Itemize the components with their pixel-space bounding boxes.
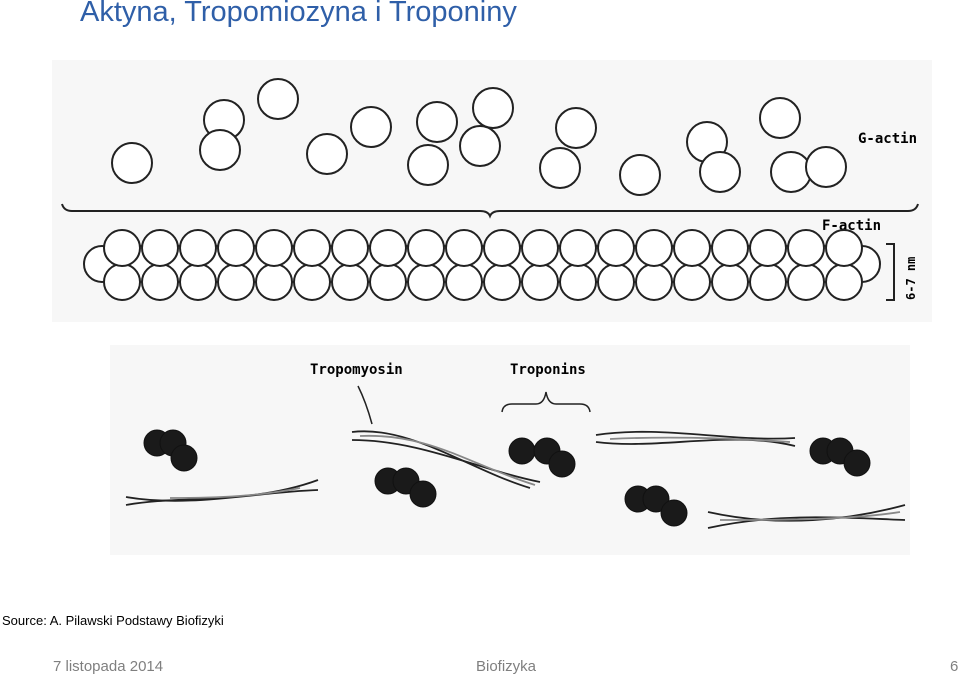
g-actin-monomer [307, 134, 347, 174]
troponin-subunit [410, 481, 436, 507]
f-actin-monomer [142, 230, 178, 266]
f-actin-monomer [180, 230, 216, 266]
f-actin-monomer [826, 264, 862, 300]
f-actin-monomer [218, 230, 254, 266]
f-actin-monomer [560, 264, 596, 300]
f-actin-monomer [142, 264, 178, 300]
f-actin-monomer [294, 264, 330, 300]
g-actin-monomer [112, 143, 152, 183]
f-actin-monomer [256, 264, 292, 300]
actin-figure: G-actin F-actin 6-7 nm Tropomyosin Tropo… [0, 0, 960, 600]
f-actin-monomer [522, 230, 558, 266]
f-actin-monomer [446, 230, 482, 266]
f-actin-monomer [484, 230, 520, 266]
g-actin-monomer [700, 152, 740, 192]
f-actin-monomer [180, 264, 216, 300]
f-actin-monomer [750, 230, 786, 266]
g-actin-monomer [351, 107, 391, 147]
troponin-subunit [171, 445, 197, 471]
g-actin-monomer [806, 147, 846, 187]
g-actin-monomer [540, 148, 580, 188]
f-actin-monomer [104, 264, 140, 300]
f-actin-monomer [218, 264, 254, 300]
g-actin-monomer [473, 88, 513, 128]
footer-title: Biofizyka [476, 658, 536, 675]
f-actin-monomer [522, 264, 558, 300]
f-actin-monomer [636, 264, 672, 300]
footer-date: 7 listopada 2014 [53, 658, 163, 675]
f-actin-monomer [446, 264, 482, 300]
f-actin-monomer [104, 230, 140, 266]
f-actin-monomer [598, 230, 634, 266]
f-actin-monomer [788, 230, 824, 266]
page-number: 6 [950, 658, 958, 675]
f-actin-monomer [332, 264, 368, 300]
g-actin-monomer [417, 102, 457, 142]
f-actin-monomer [408, 264, 444, 300]
f-actin-monomer [750, 264, 786, 300]
f-actin-monomer [370, 230, 406, 266]
troponin-subunit [549, 451, 575, 477]
f-actin-monomer [598, 264, 634, 300]
f-actin-monomer [674, 264, 710, 300]
f-actin-monomer [370, 264, 406, 300]
f-actin-monomer [674, 230, 710, 266]
f-actin-monomer [636, 230, 672, 266]
g-actin-monomer [771, 152, 811, 192]
source-citation: Source: A. Pilawski Podstawy Biofizyki [2, 613, 224, 628]
dimension-label: 6-7 nm [904, 257, 918, 300]
g-actin-monomer [258, 79, 298, 119]
g-actin-monomer [200, 130, 240, 170]
g-actin-monomer [556, 108, 596, 148]
f-actin-monomer [560, 230, 596, 266]
g-actin-monomer [760, 98, 800, 138]
f-actin-monomer [712, 264, 748, 300]
f-actin-monomer [256, 230, 292, 266]
troponins-label: Troponins [510, 362, 586, 378]
f-actin-monomer [484, 264, 520, 300]
troponin-subunit [844, 450, 870, 476]
f-actin-monomer [332, 230, 368, 266]
f-actin-monomer [712, 230, 748, 266]
f-actin-monomer [826, 230, 862, 266]
g-actin-label: G-actin [858, 131, 917, 147]
troponin-subunit [509, 438, 535, 464]
tropomyosin-label: Tropomyosin [310, 362, 403, 378]
g-actin-monomer [460, 126, 500, 166]
troponin-subunit [661, 500, 687, 526]
g-actin-monomer [408, 145, 448, 185]
g-actin-monomer [620, 155, 660, 195]
f-actin-monomer [408, 230, 444, 266]
f-actin-monomer [294, 230, 330, 266]
f-actin-monomer [788, 264, 824, 300]
